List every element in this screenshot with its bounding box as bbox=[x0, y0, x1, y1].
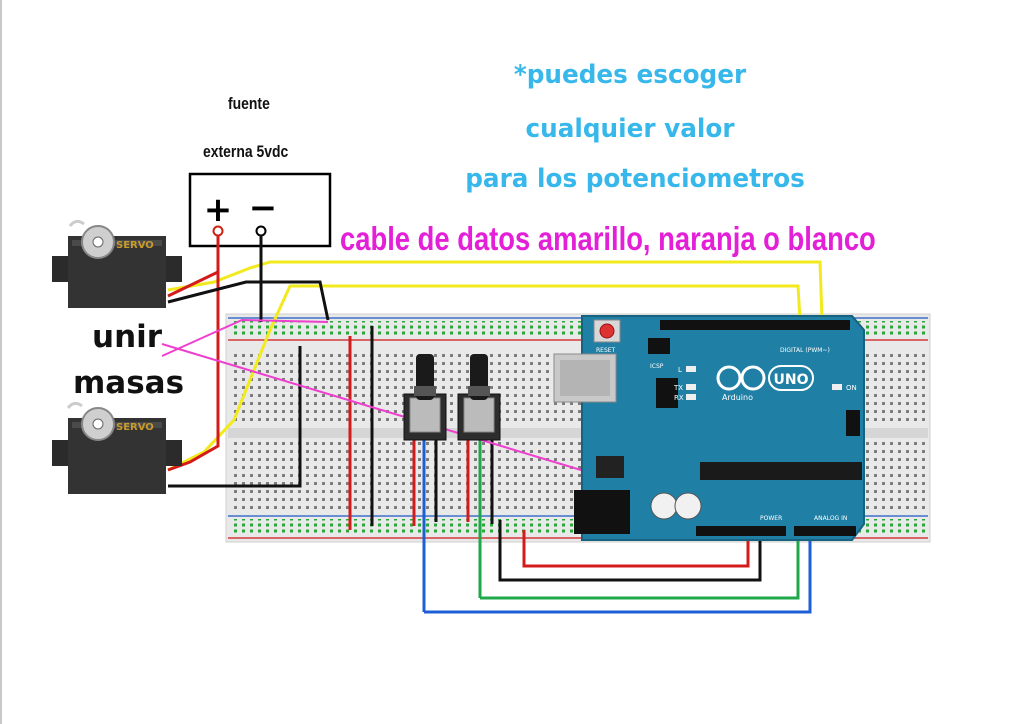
analog-header bbox=[794, 526, 856, 536]
source-title-line1: fuente bbox=[228, 94, 270, 113]
red-wire-5v bbox=[522, 530, 750, 568]
led-rx-label: RX bbox=[674, 394, 684, 402]
power-jack bbox=[574, 490, 630, 534]
data-cable-note: cable de datos amarillo, naranja o blanc… bbox=[340, 220, 876, 257]
digital-label: DIGITAL (PWM~) bbox=[780, 347, 830, 354]
green-wire-a1 bbox=[480, 530, 800, 600]
arduino-logo bbox=[716, 365, 814, 391]
pointer-line-upper bbox=[161, 318, 329, 357]
potentiometer-1 bbox=[403, 354, 447, 441]
arduino-uno-board bbox=[553, 315, 865, 541]
arduino-model: UNO bbox=[774, 372, 809, 388]
black-wire-servo2 bbox=[168, 346, 302, 488]
servo-2 bbox=[52, 401, 182, 494]
black-wire-servo1 bbox=[167, 280, 330, 321]
icsp-label: ICSP bbox=[650, 363, 664, 370]
black-wire-gnd bbox=[498, 520, 762, 582]
power-header bbox=[696, 526, 786, 536]
reset-button[interactable] bbox=[599, 323, 615, 339]
note-line3: para los potenciometros bbox=[465, 164, 805, 194]
note-line2: cualquier valor bbox=[525, 114, 735, 144]
yellow-wire-servo2 bbox=[167, 284, 802, 472]
servo-2-label: SERVO bbox=[116, 422, 154, 433]
led-l-label: L bbox=[678, 366, 682, 374]
servo-1-label: SERVO bbox=[116, 240, 154, 251]
arduino-brand: Arduino bbox=[722, 393, 753, 402]
blue-wire-a0 bbox=[424, 530, 812, 614]
note-line1: *puedes escoger bbox=[513, 60, 747, 90]
led-on-label: ON bbox=[846, 384, 857, 392]
power-label: POWER bbox=[760, 515, 782, 522]
join-grounds-line1: unir bbox=[92, 319, 163, 355]
reset-label: RESET bbox=[596, 347, 616, 354]
red-wire-servo1 bbox=[167, 270, 219, 298]
led-tx-label: TX bbox=[673, 384, 683, 392]
digital-header bbox=[660, 320, 850, 330]
yellow-wire-servo1 bbox=[167, 260, 824, 321]
potentiometer-2 bbox=[457, 354, 501, 441]
servo-1 bbox=[52, 219, 182, 308]
source-title-line2: externa 5vdc bbox=[203, 142, 289, 161]
minus-sign: − bbox=[249, 188, 278, 228]
plus-sign: + bbox=[204, 190, 233, 230]
join-grounds-line2: masas bbox=[73, 365, 185, 401]
analog-label: ANALOG IN bbox=[814, 515, 847, 522]
